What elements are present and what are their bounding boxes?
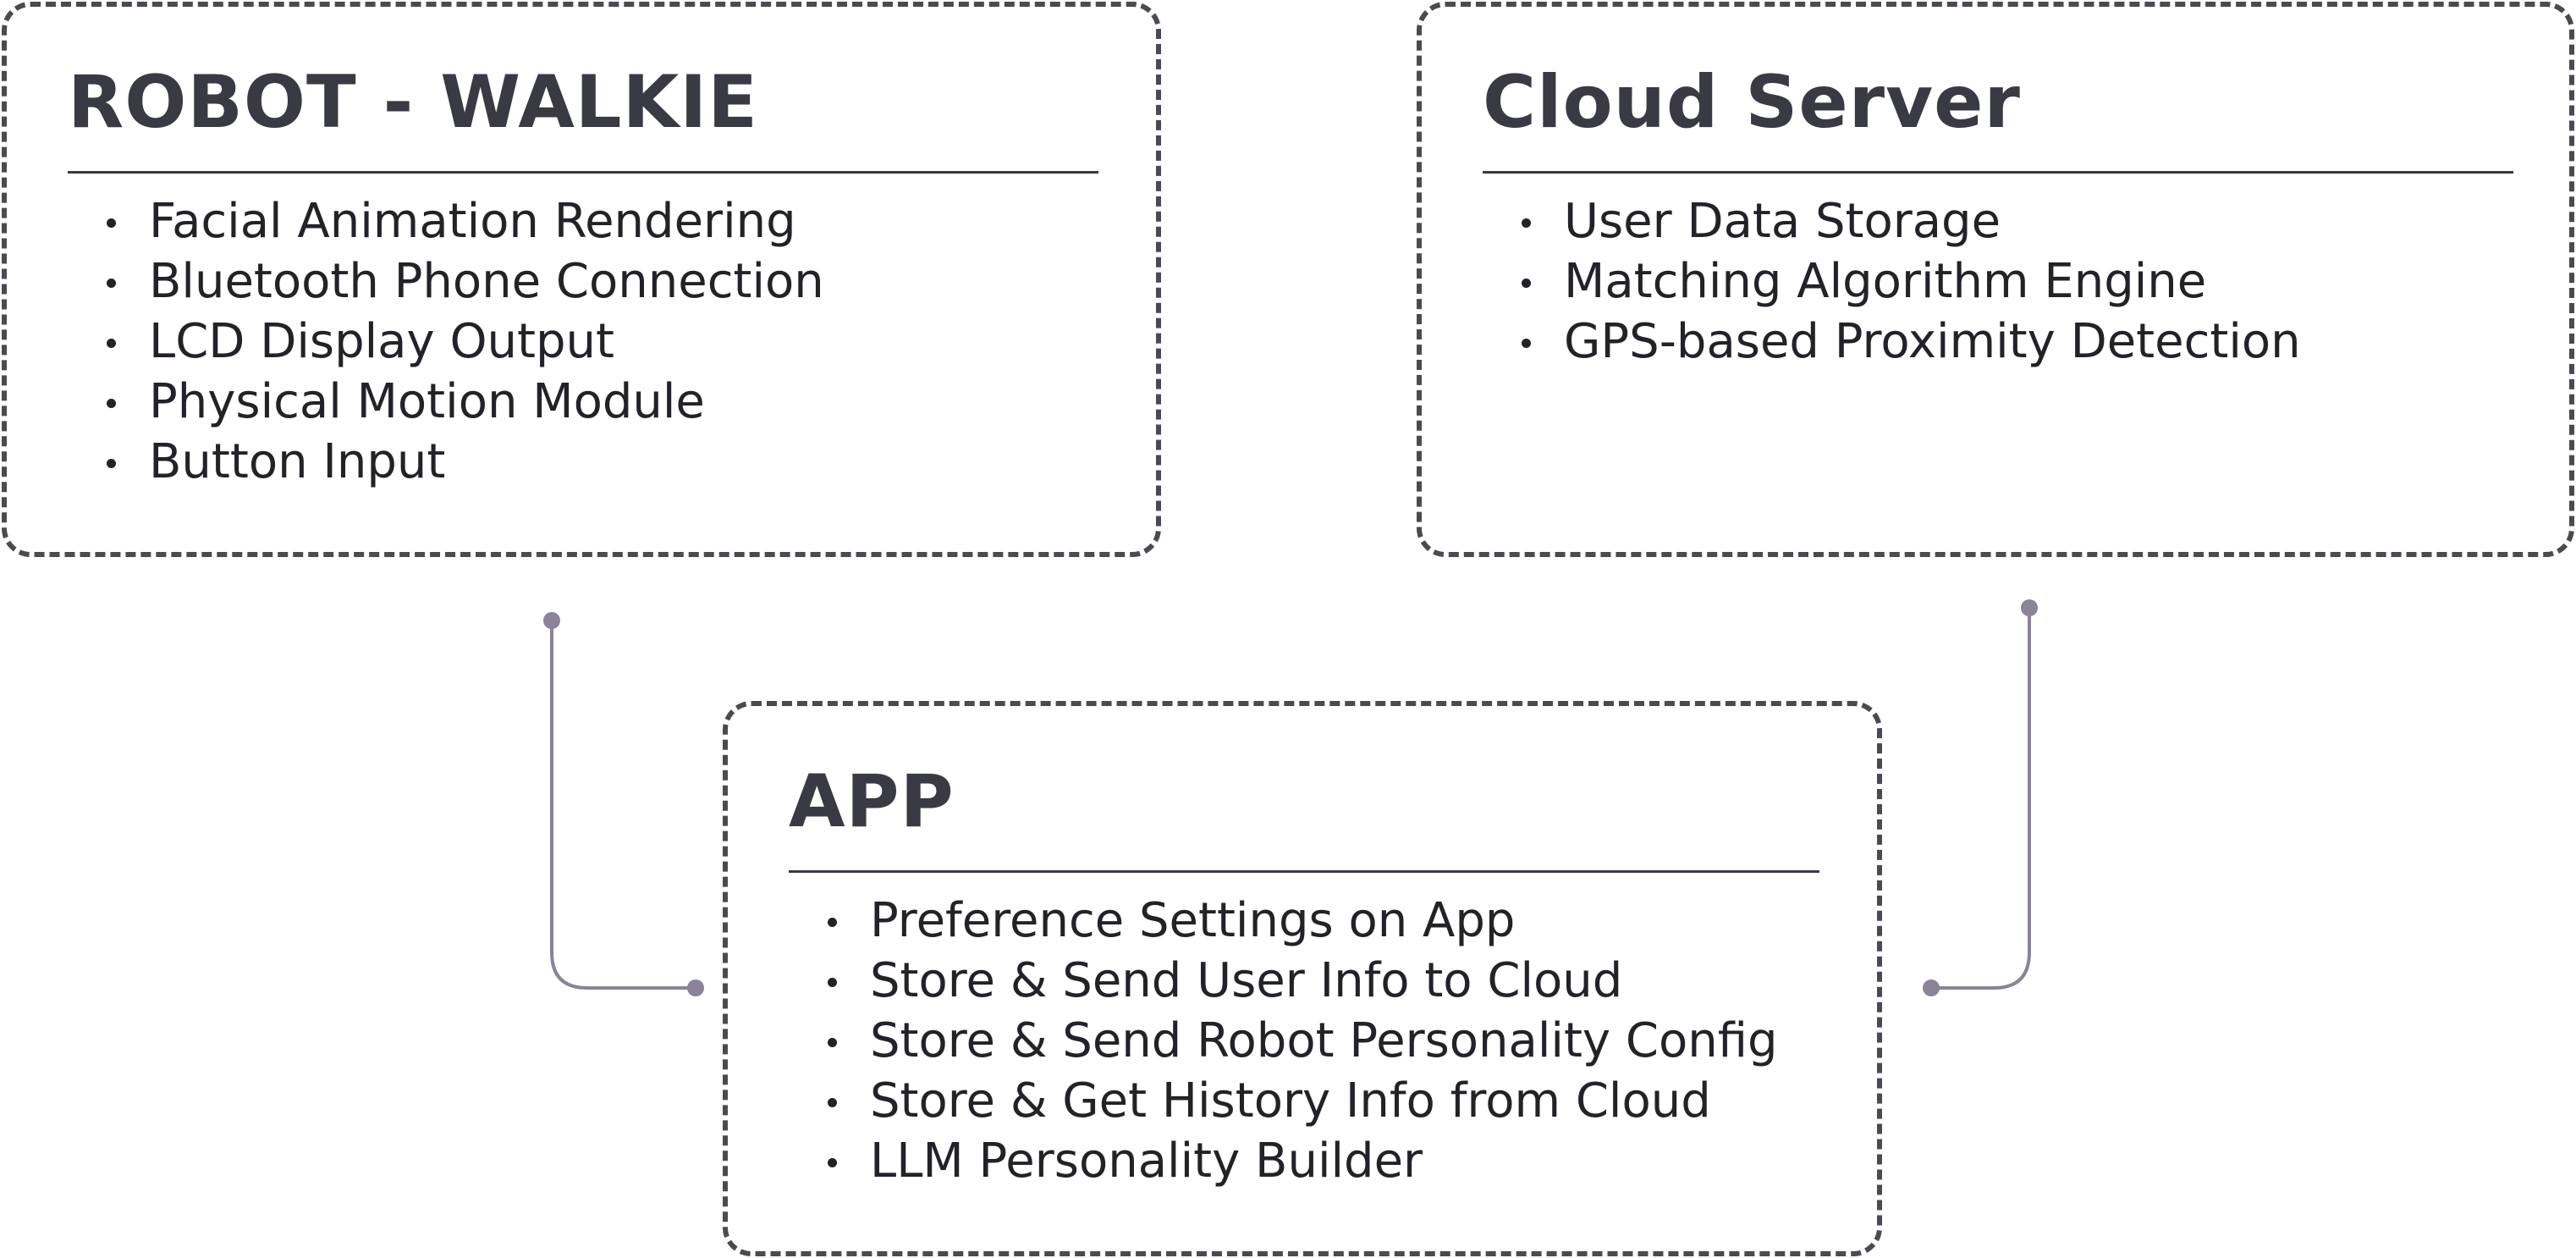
list-item: Store & Send User Info to Cloud [824, 951, 1778, 1011]
robot-walkie-feature-list: Facial Animation Rendering Bluetooth Pho… [103, 191, 824, 492]
robot-walkie-box: ROBOT - WALKIE Facial Animation Renderin… [2, 2, 1161, 557]
app-divider [789, 870, 1819, 873]
list-item: User Data Storage [1518, 191, 2301, 251]
connector-endpoint-cloud [2021, 599, 2038, 616]
list-item: Store & Send Robot Personality Config [824, 1011, 1778, 1071]
cloud-server-title: Cloud Server [1483, 60, 2021, 145]
cloud-server-box: Cloud Server User Data Storage Matching … [1417, 2, 2574, 557]
list-item: LCD Display Output [103, 312, 824, 372]
connector-endpoint-app-right [1923, 979, 1940, 996]
list-item: Button Input [103, 432, 824, 492]
list-item: Physical Motion Module [103, 372, 824, 432]
robot-walkie-title: ROBOT - WALKIE [68, 60, 758, 145]
connector-endpoint-robot [543, 612, 560, 629]
app-feature-list: Preference Settings on App Store & Send … [824, 891, 1778, 1191]
app-box: APP Preference Settings on App Store & S… [723, 701, 1882, 1256]
connector-endpoint-app-left [687, 979, 704, 996]
connector-cloud-to-app [1931, 608, 2031, 990]
list-item: LLM Personality Builder [824, 1131, 1778, 1191]
app-title: APP [789, 759, 955, 844]
list-item: Bluetooth Phone Connection [103, 251, 824, 312]
list-item: Matching Algorithm Engine [1518, 251, 2301, 312]
connector-robot-to-app [550, 621, 696, 990]
list-item: Facial Animation Rendering [103, 191, 824, 251]
list-item: Store & Get History Info from Cloud [824, 1071, 1778, 1131]
cloud-server-feature-list: User Data Storage Matching Algorithm Eng… [1518, 191, 2301, 372]
cloud-server-divider [1483, 171, 2513, 174]
list-item: GPS-based Proximity Detection [1518, 312, 2301, 372]
robot-walkie-divider [68, 171, 1098, 174]
list-item: Preference Settings on App [824, 891, 1778, 951]
